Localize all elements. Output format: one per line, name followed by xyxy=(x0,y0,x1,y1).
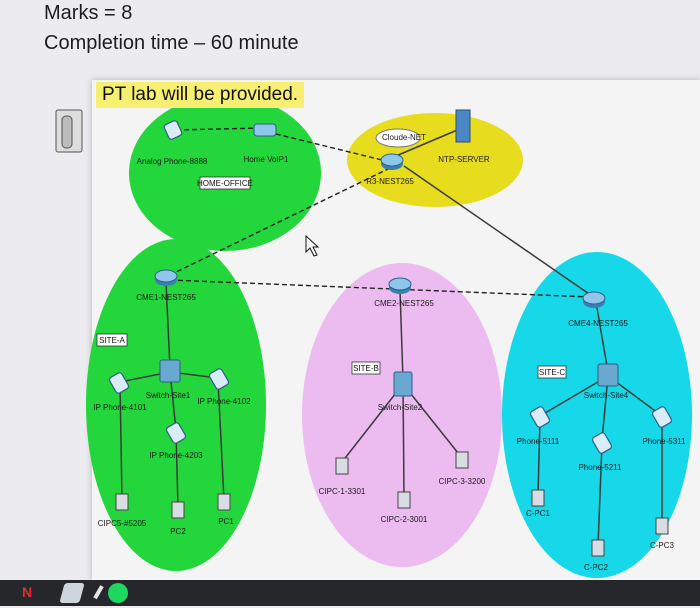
phone-5111-label: Phone-5111 xyxy=(517,437,560,446)
ntp-server-icon[interactable] xyxy=(455,109,471,143)
router-cme2[interactable] xyxy=(388,277,412,294)
switch-site2[interactable] xyxy=(393,371,413,397)
ip-phone-4101-label: IP Phone-4101 xyxy=(93,403,147,412)
cloud-label: Cloude-NET xyxy=(382,133,426,142)
c-pc3-label: C-PC3 xyxy=(650,541,675,550)
ip-phone-4102-icon[interactable] xyxy=(208,368,230,391)
ip-phone-4203-label: IP Phone-4203 xyxy=(149,451,203,460)
pc1-label: PC1 xyxy=(218,517,234,526)
analog-phone-label: Analog Phone-8888 xyxy=(137,157,208,166)
router-cme1[interactable] xyxy=(154,269,178,286)
cme4-label: CME4-NEST265 xyxy=(568,319,628,328)
cipc3-3200-label: CIPC-3-3200 xyxy=(439,477,486,486)
telephone-icon xyxy=(55,109,83,153)
site-a-zone xyxy=(86,239,266,571)
pc-cipc1-3301-icon[interactable] xyxy=(335,457,349,475)
ip-phone-4101-icon[interactable] xyxy=(108,372,130,395)
site-a-label: SITE-A xyxy=(99,336,125,345)
c-pc1-icon[interactable] xyxy=(531,489,545,507)
switch-site1[interactable] xyxy=(159,359,181,383)
phone-5311-icon[interactable] xyxy=(651,406,673,429)
home-voip-label: Home VoIP1 xyxy=(244,155,289,164)
dashed-links xyxy=(167,127,591,298)
phone-5311-label: Phone-5311 xyxy=(643,437,687,446)
site-c-label: SITE-C xyxy=(539,368,565,377)
r3-label: R3-NEST265 xyxy=(366,177,414,186)
pc-cipc3-3200-icon[interactable] xyxy=(455,451,469,469)
files-app-icon[interactable] xyxy=(59,583,85,603)
cipc1-3301-label: CIPC-1-3301 xyxy=(319,487,366,496)
analog-phone-icon[interactable] xyxy=(163,120,183,140)
marks-text: Marks = 8 xyxy=(44,2,133,24)
pc2-icon[interactable] xyxy=(171,501,185,519)
c-pc2-icon[interactable] xyxy=(591,539,605,557)
site-b-zone xyxy=(302,263,502,567)
mouse-cursor-icon xyxy=(305,234,320,257)
switch-site2-label: Switch-Site2 xyxy=(378,403,423,412)
ip-phone-4102-label: IP Phone-4102 xyxy=(197,397,251,406)
c-pc2-label: C-PC2 xyxy=(584,563,609,572)
phone-5211-label: Phone-5211 xyxy=(579,463,623,472)
link-voip-r3 xyxy=(267,131,383,161)
home-office-label: HOME-OFFICE xyxy=(197,179,253,188)
home-voip-icon[interactable] xyxy=(253,123,277,137)
home-office-zone xyxy=(129,95,321,251)
site-b-label: SITE-B xyxy=(353,364,379,373)
phone-5211-icon[interactable] xyxy=(591,432,613,455)
cloud-zone xyxy=(347,113,523,207)
completion-time-text: Completion time – 60 minute xyxy=(44,32,299,54)
link-analog-voip xyxy=(175,127,263,131)
router-r3[interactable] xyxy=(380,153,404,170)
link-r3-cme1 xyxy=(167,167,391,277)
taskbar: N xyxy=(0,580,700,606)
ip-phone-4203-icon[interactable] xyxy=(165,422,187,445)
switch-site4-label: Switch-Site4 xyxy=(584,391,629,400)
c-pc3-icon[interactable] xyxy=(655,517,669,535)
cloud-icon[interactable] xyxy=(375,128,421,148)
site-c-zone xyxy=(502,252,692,578)
pen-app-icon[interactable] xyxy=(88,583,108,603)
pc-cipc5-5205-icon[interactable] xyxy=(115,493,129,511)
router-cme4[interactable] xyxy=(582,291,606,308)
cipc2-3001-label: CIPC-2-3001 xyxy=(381,515,428,524)
ntp-server-label: NTP-SERVER xyxy=(438,155,490,164)
pc-cipc2-3001-icon[interactable] xyxy=(397,491,411,509)
lab-banner: PT lab will be provided. xyxy=(96,82,305,108)
link-cme1-cme4 xyxy=(169,279,591,298)
cme1-label: CME1-NEST265 xyxy=(136,293,196,302)
phone-5111-icon[interactable] xyxy=(529,406,551,429)
switch-site4[interactable] xyxy=(597,363,619,387)
spotify-icon[interactable] xyxy=(108,583,128,603)
cme2-label: CME2-NEST265 xyxy=(374,299,434,308)
cipc5-5205-label: CIPC5-#5205 xyxy=(98,519,147,528)
c-pc1-label: C-PC1 xyxy=(526,509,551,518)
start-icon[interactable]: N xyxy=(22,584,33,600)
pc2-label: PC2 xyxy=(170,527,186,536)
switch-site1-label: Switch-Site1 xyxy=(146,391,191,400)
pc1-icon[interactable] xyxy=(217,493,231,511)
